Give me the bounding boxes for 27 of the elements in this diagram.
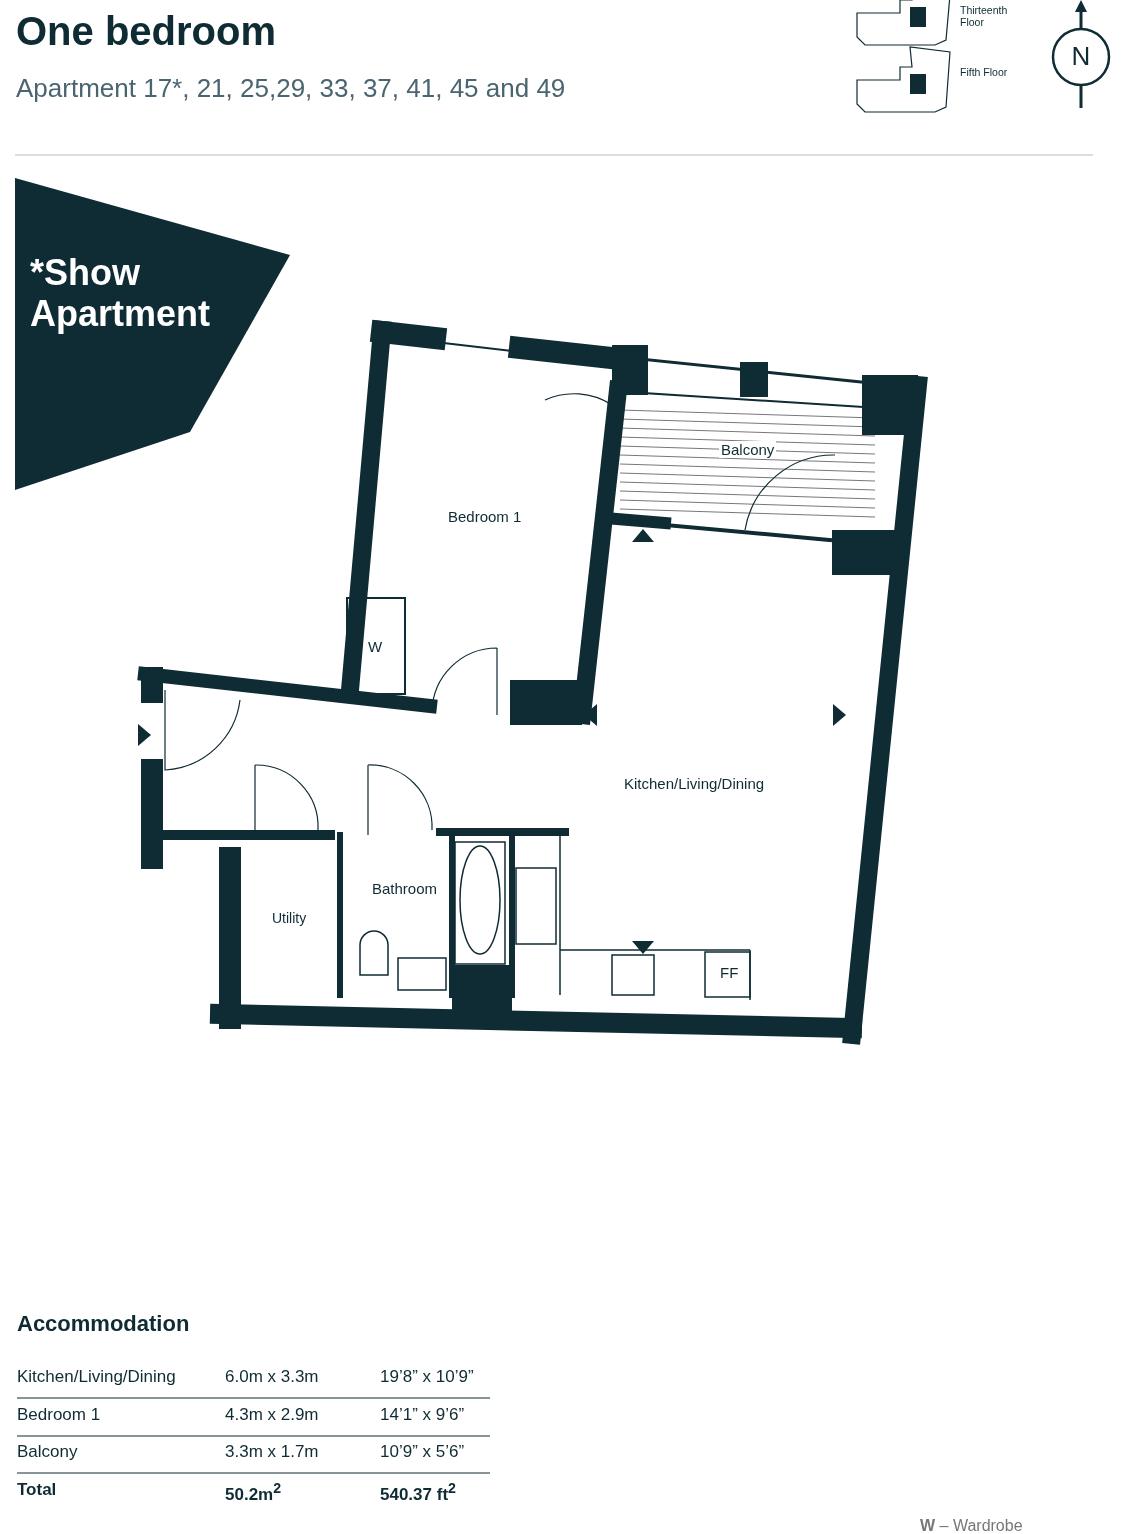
room-label: Kitchen/Living/Dining: [624, 775, 765, 793]
title: One bedroom: [16, 8, 277, 54]
key-plan-label: Thirteenth Floor: [960, 4, 1009, 29]
subtitle: Apartment 17*, 21, 25,29, 33, 37, 41, 45 and 49: [16, 74, 566, 104]
table-cell: Bedroom 1: [17, 1405, 101, 1425]
table-cell: 10’9” x 5’6”: [380, 1442, 465, 1462]
table-cell: 540.37 ft$^{2}$: [380, 1480, 456, 1505]
table-cell: 6.0m x 3.3m: [225, 1367, 319, 1387]
table-heading: Accommodation: [17, 1311, 190, 1337]
table-cell: 14’1” x 9’6”: [380, 1405, 465, 1425]
table-cell: 3.3m x 1.7m: [225, 1442, 319, 1462]
table-cell: Kitchen/Living/Dining: [17, 1367, 176, 1387]
north-label: N: [1071, 42, 1091, 72]
room-label: FF: [720, 964, 739, 982]
room-label: Balcony: [719, 441, 777, 459]
key-plan-label: Fifth Floor: [960, 66, 1009, 79]
key-note: W – Wardrobe: [920, 1517, 1023, 1534]
table-cell: Balcony: [17, 1442, 78, 1462]
banner-text: *Show Apartment: [30, 252, 212, 335]
room-label: W: [368, 638, 383, 656]
room-label: Utility: [272, 910, 307, 927]
room-label: Bedroom 1: [448, 508, 522, 526]
table-cell: 19’8” x 10’9”: [380, 1367, 474, 1387]
table-cell: 50.2m$^{2}$: [225, 1480, 282, 1505]
table-cell: 4.3m x 2.9m: [225, 1405, 319, 1425]
room-label: Bathroom: [372, 880, 438, 898]
table-cell: Total: [17, 1480, 57, 1500]
